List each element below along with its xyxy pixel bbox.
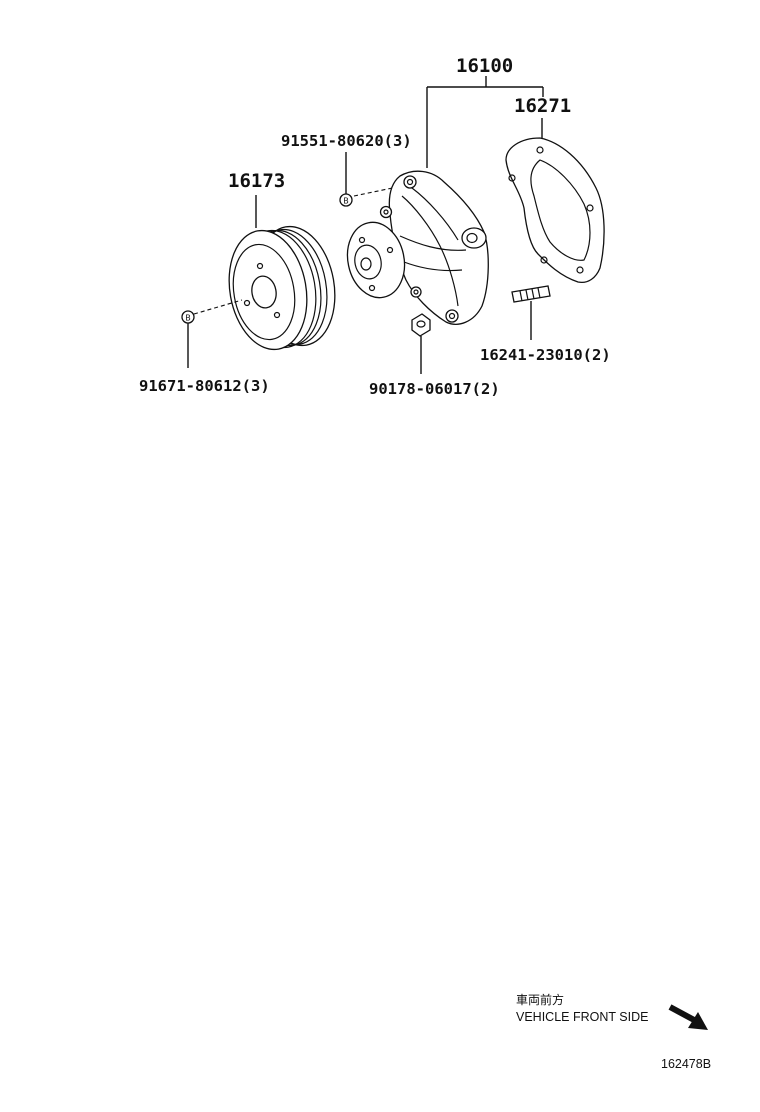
pulley-part	[228, 225, 336, 351]
svg-text:B: B	[343, 197, 349, 206]
callout-16100: 16100	[456, 55, 513, 77]
nut-part	[411, 313, 431, 337]
svg-text:B: B	[185, 314, 191, 323]
bolt-top-marker: B	[339, 193, 353, 207]
bolt-pulley-marker: B	[181, 310, 195, 324]
gasket-part	[505, 137, 605, 284]
assembly-bracket	[426, 76, 544, 168]
callout-91551-80620: 91551-80620(3)	[281, 132, 412, 150]
illustration-id: 162478B	[661, 1057, 712, 1071]
callout-90178-06017: 90178-06017(2)	[369, 380, 500, 398]
stud-part	[511, 285, 551, 303]
callout-16173: 16173	[228, 170, 285, 192]
callout-16241-23010: 16241-23010(2)	[480, 346, 611, 364]
bolt-top-dash	[353, 185, 403, 197]
direction-label-en: VEHICLE FRONT SIDE	[516, 1010, 649, 1024]
bolt-pulley-dash	[193, 299, 243, 315]
callout-91671-80612: 91671-80612(3)	[139, 377, 270, 395]
vehicle-front-arrow-icon	[668, 1004, 708, 1030]
callout-16271: 16271	[514, 95, 571, 117]
water-pump-body	[346, 170, 489, 325]
direction-label-jp: 車両前方	[516, 993, 565, 1007]
